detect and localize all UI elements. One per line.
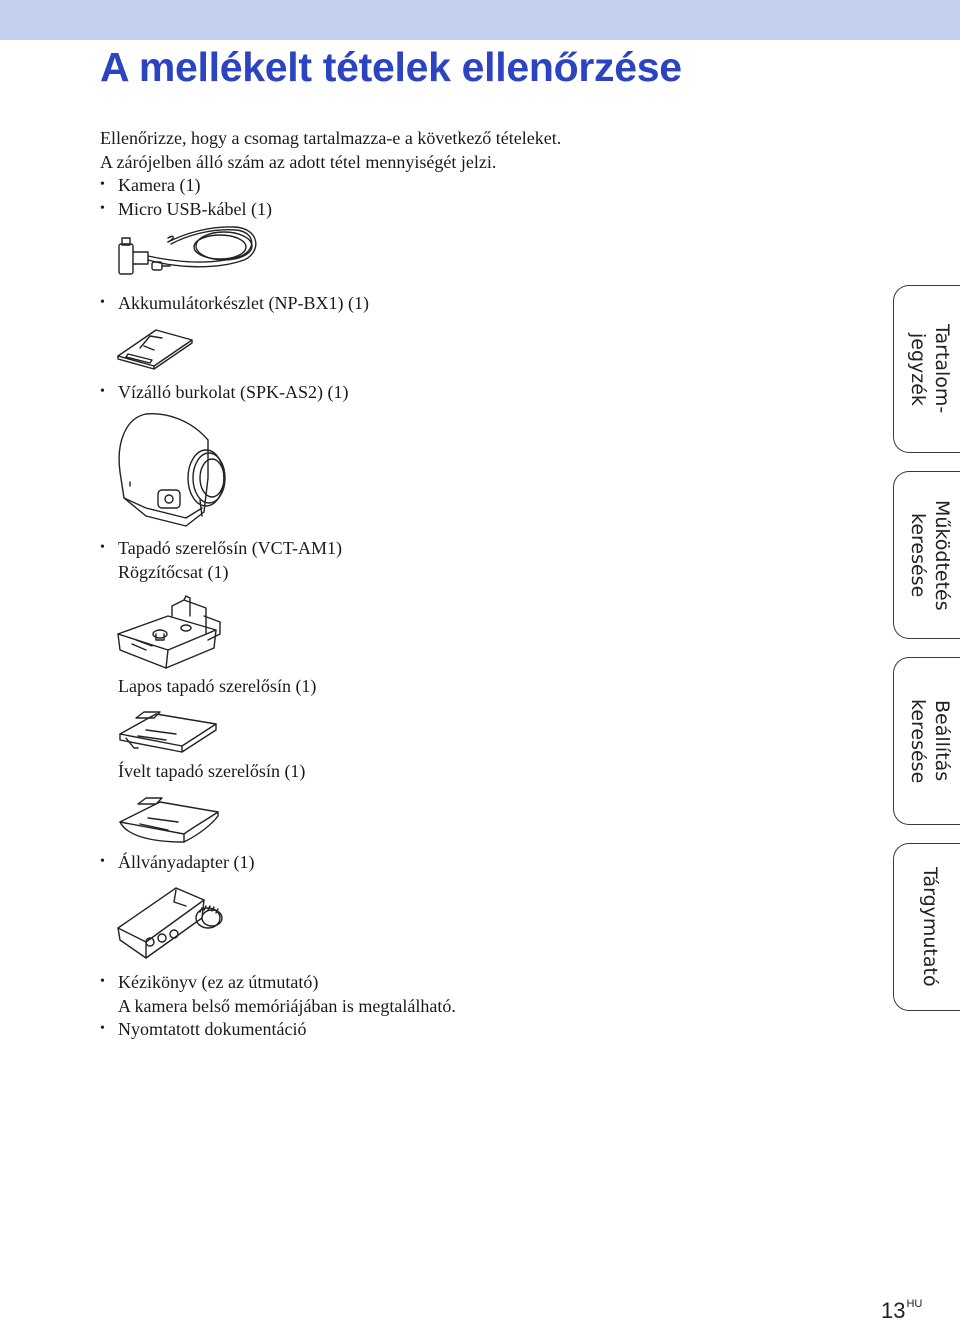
page-number: 13HU (881, 1298, 922, 1324)
tripod-adapter-illustration (116, 884, 224, 960)
bullet: • (100, 1021, 105, 1036)
top-bar (0, 0, 960, 40)
page-number-value: 13 (881, 1298, 906, 1323)
tab-label: Tartalom- jegyzék (907, 324, 953, 414)
curved-mount-label: Ívelt tapadó szerelősín (1) (118, 761, 306, 781)
manual-note: A kamera belső memóriájában is megtalálh… (118, 996, 456, 1016)
tab-contents[interactable]: Tartalom- jegyzék (893, 285, 960, 453)
tab-label: Tárgymutató (919, 867, 941, 987)
waterproof-housing-illustration (116, 412, 230, 528)
bullet: • (100, 384, 105, 399)
item-label: Akkumulátorkészlet (NP-BX1) (1) (118, 293, 369, 313)
curved-mount-illustration (116, 794, 222, 846)
item-label: Vízálló burkolat (SPK-AS2) (1) (118, 382, 349, 402)
bullet: • (100, 177, 105, 192)
bullet: • (100, 295, 105, 310)
bullet: • (100, 854, 105, 869)
battery-illustration (116, 326, 194, 370)
bullet: • (100, 201, 105, 216)
tab-label: Beállítás keresése (907, 698, 953, 784)
tab-index[interactable]: Tárgymutató (893, 843, 960, 1011)
flat-mount-illustration (116, 708, 222, 754)
page-language: HU (906, 1298, 923, 1310)
item-label: Nyomtatott dokumentáció (118, 1019, 307, 1039)
page-title: A mellékelt tételek ellenőrzése (100, 44, 682, 90)
tab-operation-search[interactable]: Működtetés keresése (893, 471, 960, 639)
tab-settings-search[interactable]: Beállítás keresése (893, 657, 960, 825)
usb-cable-illustration (116, 226, 261, 288)
adhesive-mount-illustration (116, 594, 222, 670)
bullet: • (100, 540, 105, 555)
item-label: Kézikönyv (ez az útmutató) (118, 972, 319, 992)
buckle-label: Rögzítőcsat (1) (118, 562, 229, 582)
intro-line-1: Ellenőrizze, hogy a csomag tartalmazza-e… (100, 128, 562, 148)
item-label: Tapadó szerelősín (VCT-AM1) (118, 538, 343, 558)
tab-label: Működtetés keresése (907, 499, 953, 611)
item-label: Állványadapter (1) (118, 852, 255, 872)
item-label: Kamera (1) (118, 175, 201, 195)
intro-line-2: A zárójelben álló szám az adott tétel me… (100, 152, 497, 172)
bullet: • (100, 974, 105, 989)
item-label: Micro USB-kábel (1) (118, 199, 272, 219)
flat-mount-label: Lapos tapadó szerelősín (1) (118, 676, 317, 696)
